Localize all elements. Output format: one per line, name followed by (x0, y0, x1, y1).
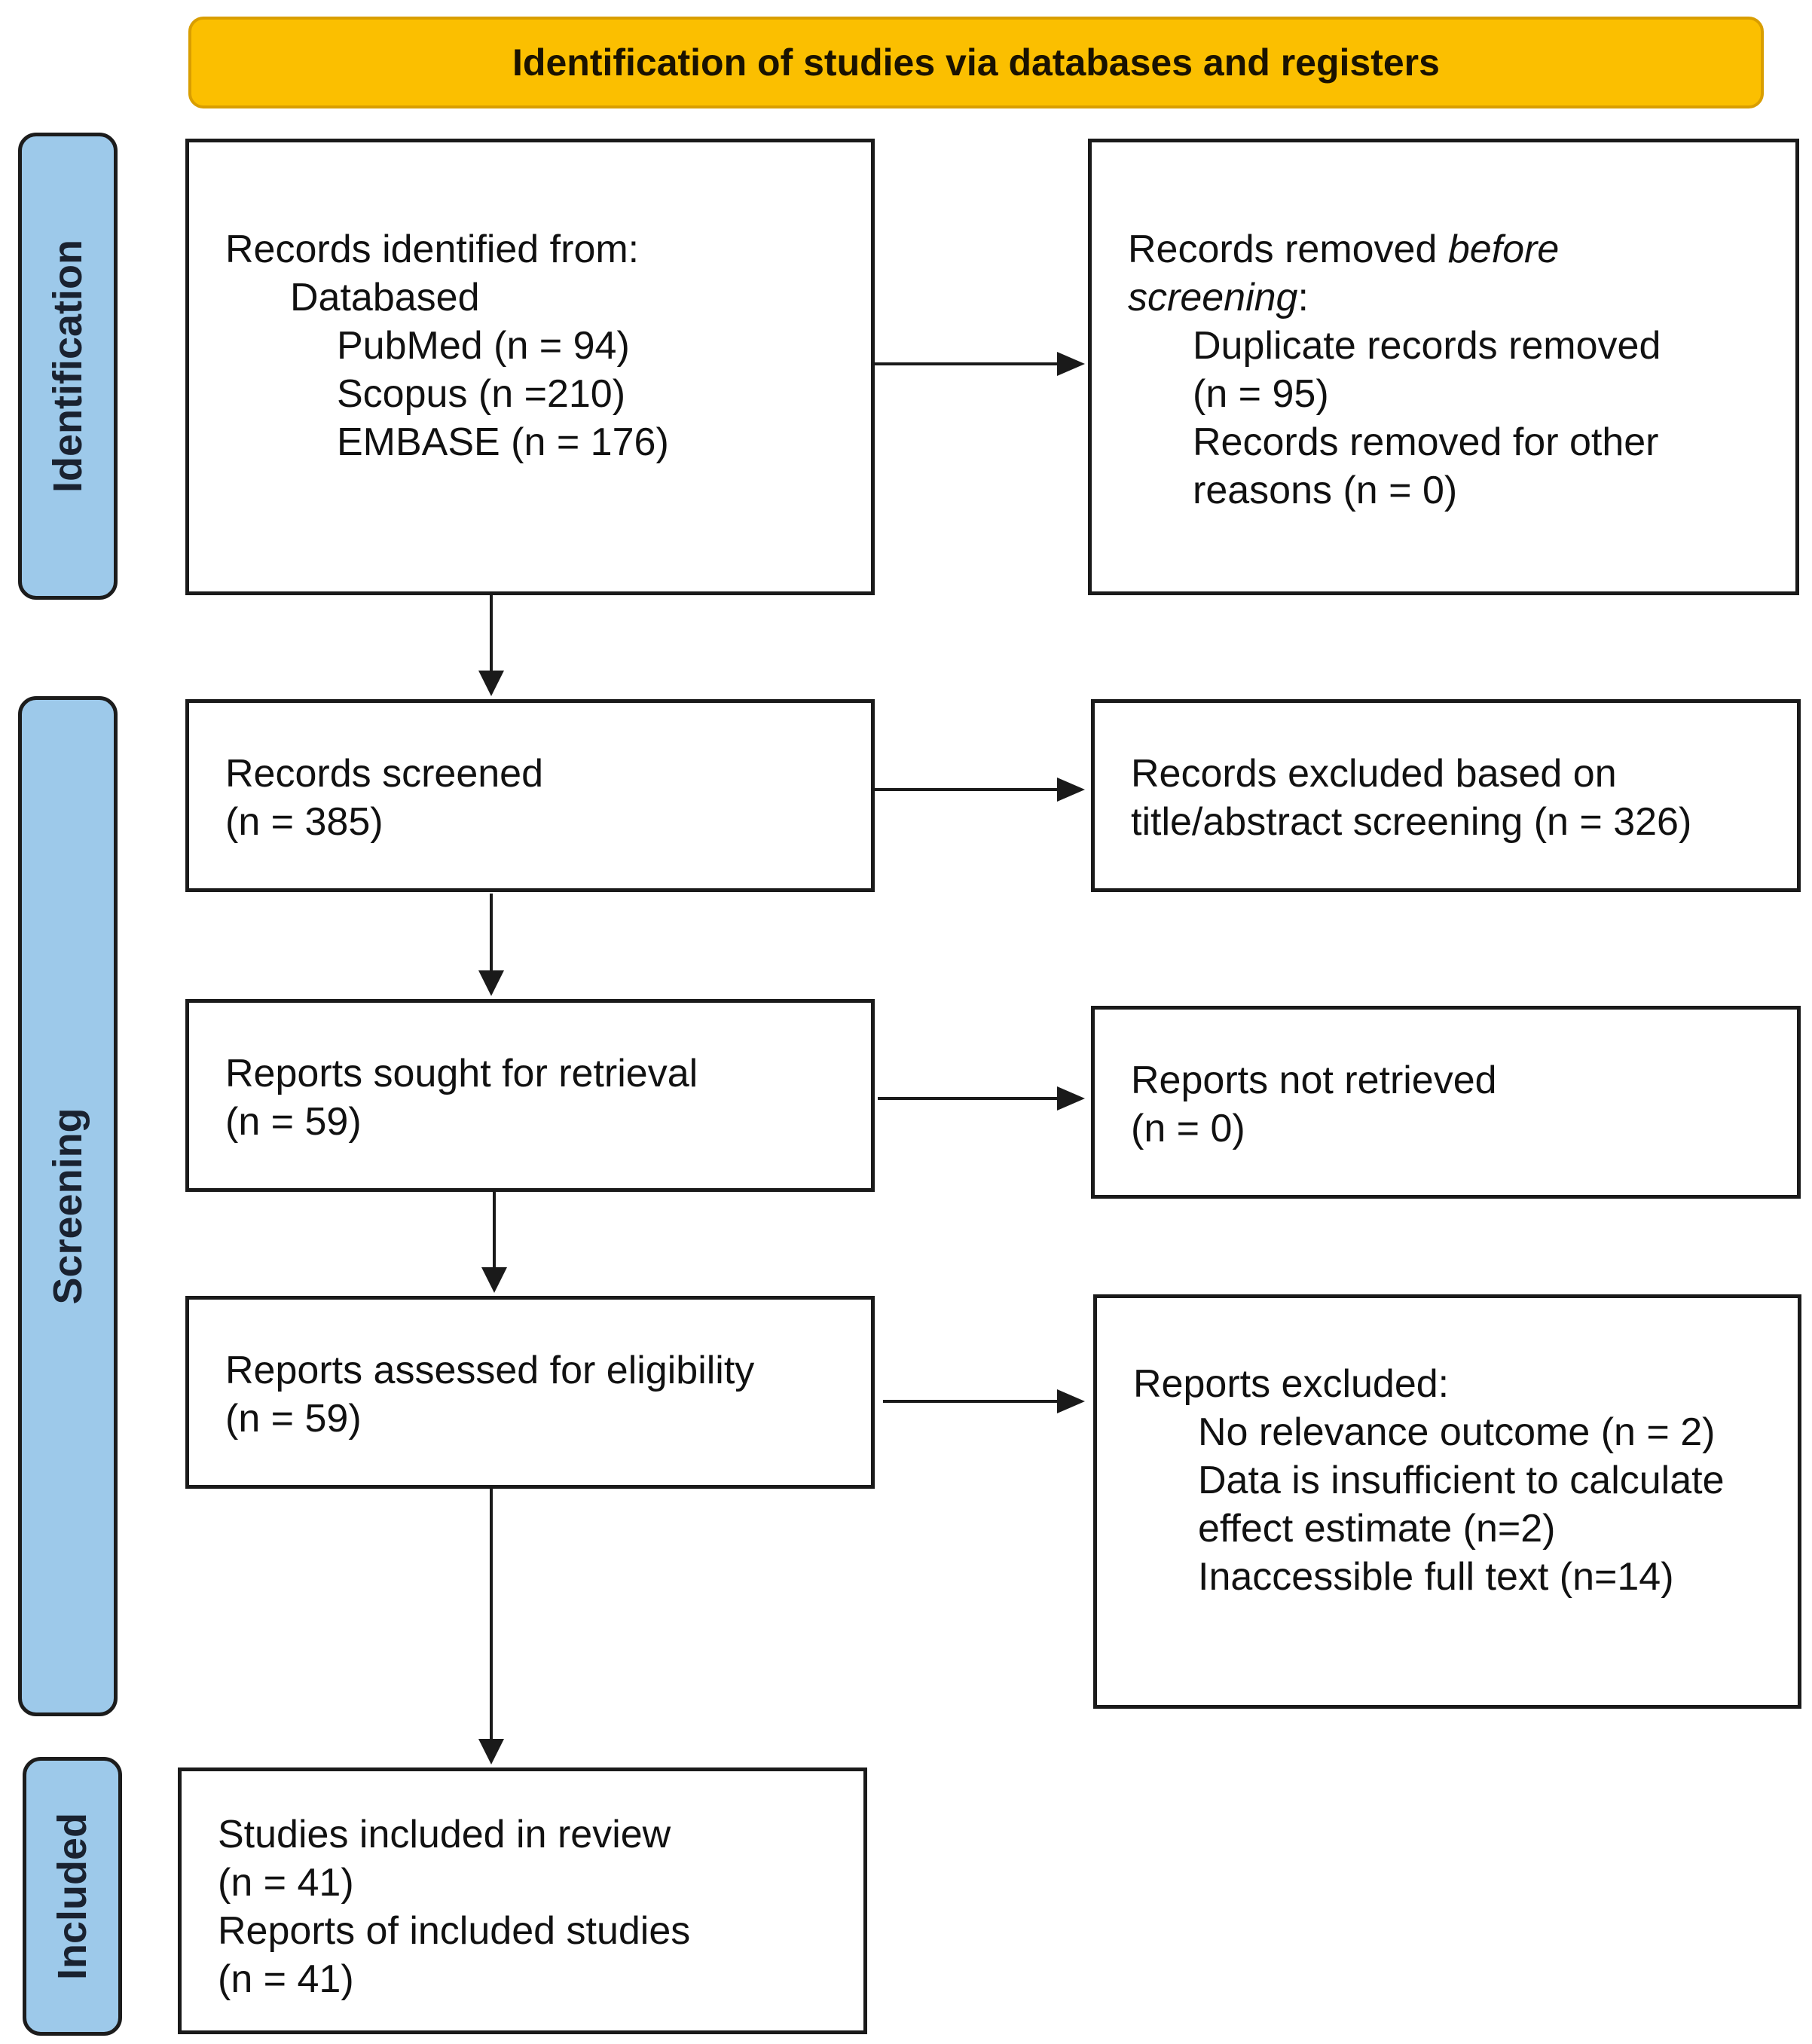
reason-inaccessible-text: Inaccessible full text (n=14) (1198, 1555, 1674, 1599)
records-removed-heading: Records removed before (1128, 228, 1560, 271)
phase-identification: Identification (18, 133, 118, 600)
reason-no-relevance: No relevance outcome (n = 2) (1198, 1410, 1716, 1454)
reports-excluded-box: Reports excluded: No relevance outcome (… (1093, 1294, 1801, 1709)
reports-included-label: Reports of included studies (218, 1909, 691, 1953)
records-screened-label: Records screened (225, 752, 543, 796)
header-banner: Identification of studies via databases … (188, 17, 1764, 108)
source-pubmed: PubMed (n = 94) (337, 324, 630, 368)
studies-included-count: (n = 41) (218, 1861, 354, 1905)
reports-assessed-count: (n = 59) (225, 1397, 362, 1441)
arrowhead-assessed-to-included (478, 1739, 504, 1764)
arrowhead-assessed-to-excluded (1057, 1389, 1085, 1413)
reports-sought-count: (n = 59) (225, 1100, 362, 1144)
other-removed: Records removed for other (1193, 420, 1659, 464)
records-removed-heading-cont: screening: (1128, 276, 1309, 319)
arrowhead-sought-to-not-retrieved (1057, 1086, 1085, 1111)
records-identified-box: Records identified from: Databased PubMe… (185, 139, 875, 595)
source-embase: EMBASE (n = 176) (337, 420, 669, 464)
arrowhead-identified-to-screened (478, 671, 504, 696)
studies-included-box: Studies included in review (n = 41) Repo… (178, 1767, 867, 2034)
records-excluded-label: Records excluded based on (1131, 752, 1617, 796)
records-excluded-count: title/abstract screening (n = 326) (1131, 800, 1692, 844)
arrowhead-screened-to-sought (478, 970, 504, 996)
duplicates-removed-count: (n = 95) (1193, 372, 1329, 416)
reports-sought-box: Reports sought for retrieval (n = 59) (185, 999, 875, 1192)
records-screened-box: Records screened (n = 385) (185, 699, 875, 892)
reports-assessed-label: Reports assessed for eligibility (225, 1349, 755, 1392)
records-removed-box: Records removed before screening: Duplic… (1088, 139, 1799, 595)
reports-not-retrieved-box: Reports not retrieved (n = 0) (1091, 1006, 1801, 1199)
reports-included-count: (n = 41) (218, 1957, 354, 2001)
phase-screening: Screening (18, 696, 118, 1716)
other-removed-count: reasons (n = 0) (1193, 469, 1458, 512)
studies-included-label: Studies included in review (218, 1813, 671, 1856)
reason-insufficient-data: Data is insufficient to calculate (1198, 1459, 1725, 1502)
arrowhead-sought-to-assessed (481, 1267, 507, 1293)
reports-sought-label: Reports sought for retrieval (225, 1052, 698, 1095)
reports-not-retrieved-label: Reports not retrieved (1131, 1059, 1497, 1102)
reports-not-retrieved-count: (n = 0) (1131, 1107, 1245, 1150)
arrowhead-screened-to-excluded (1057, 778, 1085, 802)
records-screened-count: (n = 385) (225, 800, 383, 844)
records-identified-heading: Records identified from: (225, 228, 640, 271)
arrowhead-identified-to-removed (1057, 352, 1085, 376)
records-identified-group: Databased (290, 276, 480, 319)
records-excluded-box: Records excluded based on title/abstract… (1091, 699, 1801, 892)
phase-included: Included (23, 1757, 122, 2036)
duplicates-removed: Duplicate records removed (1193, 324, 1661, 368)
source-scopus: Scopus (n =210) (337, 372, 626, 416)
header-title: Identification of studies via databases … (512, 41, 1440, 84)
reports-excluded-heading: Reports excluded: (1133, 1362, 1450, 1406)
reason-insufficient-data-cont: effect estimate (n=2) (1198, 1507, 1556, 1551)
reports-assessed-box: Reports assessed for eligibility (n = 59… (185, 1296, 875, 1489)
